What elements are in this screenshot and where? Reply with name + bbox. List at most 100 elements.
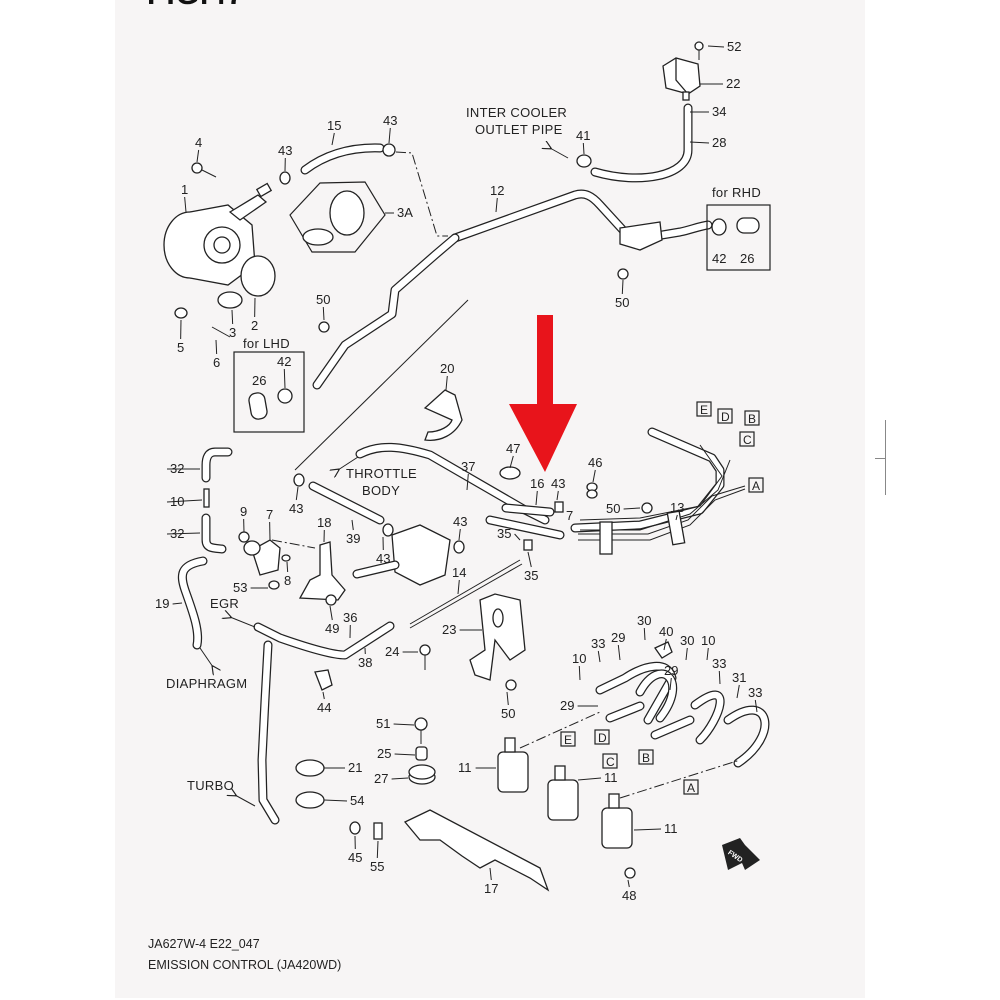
- bracket-17[interactable]: [403, 809, 550, 892]
- callout-part-26r[interactable]: 26: [740, 251, 754, 266]
- vsv-valve-7[interactable]: [243, 539, 281, 576]
- callout-part-26l[interactable]: 26: [252, 373, 266, 388]
- bolt-52[interactable]: [694, 41, 704, 60]
- callout-part-2[interactable]: 2: [251, 297, 258, 333]
- hose-32-upper[interactable]: [201, 447, 233, 483]
- callout-part-50d[interactable]: 50: [501, 691, 515, 721]
- callout-part-34[interactable]: 34: [690, 104, 726, 119]
- clip-20[interactable]: [423, 389, 463, 441]
- callout-part-7a[interactable]: 7: [266, 507, 273, 541]
- callout-part-31[interactable]: 31: [732, 670, 746, 699]
- callout-part-14[interactable]: 14: [452, 565, 466, 595]
- callout-part-11b[interactable]: 11: [577, 770, 618, 785]
- callout-part-10b[interactable]: 10: [701, 633, 715, 661]
- callout-part-17[interactable]: 17: [484, 867, 498, 896]
- clamp-43-throttle[interactable]: [293, 473, 305, 487]
- callout-part-22[interactable]: 22: [700, 76, 740, 91]
- callout-part-43d[interactable]: 43: [376, 536, 390, 566]
- hose-28[interactable]: [590, 103, 693, 183]
- callout-part-43f[interactable]: 43: [453, 514, 467, 541]
- callout-part-36[interactable]: 36: [343, 610, 357, 639]
- callout-part-29c[interactable]: 29: [560, 698, 598, 713]
- clip-44[interactable]: [314, 669, 333, 691]
- callout-part-29b[interactable]: 29: [664, 663, 678, 691]
- callout-part-35b[interactable]: 35: [524, 551, 538, 583]
- callout-part-27[interactable]: 27: [374, 771, 409, 786]
- callout-part-55[interactable]: 55: [370, 840, 384, 874]
- nut-5[interactable]: [174, 307, 188, 319]
- bolt-50-bundle[interactable]: [641, 502, 653, 514]
- callout-part-4[interactable]: 4: [195, 135, 202, 163]
- callout-part-29a[interactable]: 29: [611, 630, 625, 661]
- callout-part-30b[interactable]: 30: [680, 633, 694, 661]
- clamp-41[interactable]: [576, 154, 592, 168]
- hose-32-lower[interactable]: [201, 513, 227, 554]
- bracket-18[interactable]: [298, 541, 346, 601]
- clip-45[interactable]: [349, 821, 361, 835]
- vsv-11-a[interactable]: [497, 737, 529, 793]
- callout-part-47[interactable]: 47: [506, 441, 520, 469]
- callout-part-48[interactable]: 48: [622, 879, 636, 903]
- callout-part-8[interactable]: 8: [284, 561, 291, 588]
- callout-part-30a[interactable]: 30: [637, 613, 651, 641]
- callout-part-6[interactable]: 6: [213, 339, 220, 370]
- callout-part-7b[interactable]: 7: [566, 508, 573, 523]
- callout-part-9[interactable]: 9: [240, 504, 247, 533]
- callout-part-18[interactable]: 18: [317, 515, 331, 543]
- callout-part-21[interactable]: 21: [324, 760, 362, 775]
- vacuum-actuator-1[interactable]: [163, 182, 273, 286]
- callout-part-16[interactable]: 16: [530, 476, 544, 506]
- bolt-50-top-left[interactable]: [318, 321, 330, 333]
- callout-part-42l[interactable]: 42: [277, 354, 291, 389]
- hose-group-lower-right[interactable]: [600, 642, 770, 768]
- hose-turbo[interactable]: [257, 640, 280, 825]
- callout-part-41[interactable]: 41: [576, 128, 590, 155]
- callout-part-45[interactable]: 45: [348, 835, 362, 865]
- callout-part-44[interactable]: 44: [317, 691, 331, 715]
- callout-part-3[interactable]: 3: [229, 309, 236, 340]
- vsv-11-c[interactable]: [601, 793, 633, 849]
- bolt-9[interactable]: [238, 531, 250, 543]
- clip-46[interactable]: [586, 482, 598, 499]
- callout-part-49[interactable]: 49: [325, 605, 339, 636]
- clip-55[interactable]: [373, 822, 383, 840]
- nut-53[interactable]: [268, 580, 280, 590]
- callout-part-43b[interactable]: 43: [278, 143, 292, 172]
- callout-part-19[interactable]: 19: [155, 596, 183, 611]
- grommet-27[interactable]: [408, 764, 436, 785]
- callout-part-46[interactable]: 46: [588, 455, 602, 483]
- callout-part-42r[interactable]: 42: [712, 251, 726, 266]
- callout-part-28[interactable]: 28: [689, 135, 726, 150]
- stud-6[interactable]: [211, 326, 231, 338]
- clamp-21[interactable]: [295, 759, 325, 777]
- hose-19[interactable]: [177, 556, 208, 650]
- clamp-43-right[interactable]: [453, 540, 465, 554]
- callout-part-3A[interactable]: 3A: [385, 205, 413, 220]
- hose-16[interactable]: [501, 503, 555, 517]
- callout-part-33b[interactable]: 33: [712, 656, 726, 685]
- clamp-43-top[interactable]: [382, 143, 396, 157]
- bolt-49[interactable]: [325, 594, 337, 606]
- callout-part-33c[interactable]: 33: [748, 685, 762, 713]
- pipe-12[interactable]: [312, 189, 713, 390]
- bolt-50-bracket[interactable]: [505, 679, 517, 691]
- hose-15[interactable]: [300, 143, 385, 175]
- collar-25[interactable]: [415, 746, 428, 761]
- gasket-set-3A[interactable]: [289, 181, 386, 253]
- callout-part-24[interactable]: 24: [385, 644, 418, 659]
- callout-part-38[interactable]: 38: [358, 647, 372, 670]
- callout-part-12[interactable]: 12: [490, 183, 504, 213]
- callout-part-50a[interactable]: 50: [615, 279, 629, 310]
- gasket-2[interactable]: [240, 255, 276, 297]
- callout-part-13[interactable]: 13: [670, 500, 684, 521]
- callout-part-10a[interactable]: 10: [166, 494, 203, 509]
- connector-43-small[interactable]: [554, 501, 564, 513]
- callout-part-32b[interactable]: 32: [166, 526, 201, 541]
- gasket-3[interactable]: [217, 291, 243, 309]
- hose-37[interactable]: [355, 442, 550, 525]
- callout-part-50b[interactable]: 50: [316, 292, 330, 321]
- bolt-4[interactable]: [191, 162, 217, 178]
- bolt-48[interactable]: [624, 867, 636, 879]
- callout-part-15[interactable]: 15: [327, 118, 341, 146]
- callout-part-43c[interactable]: 43: [289, 486, 303, 516]
